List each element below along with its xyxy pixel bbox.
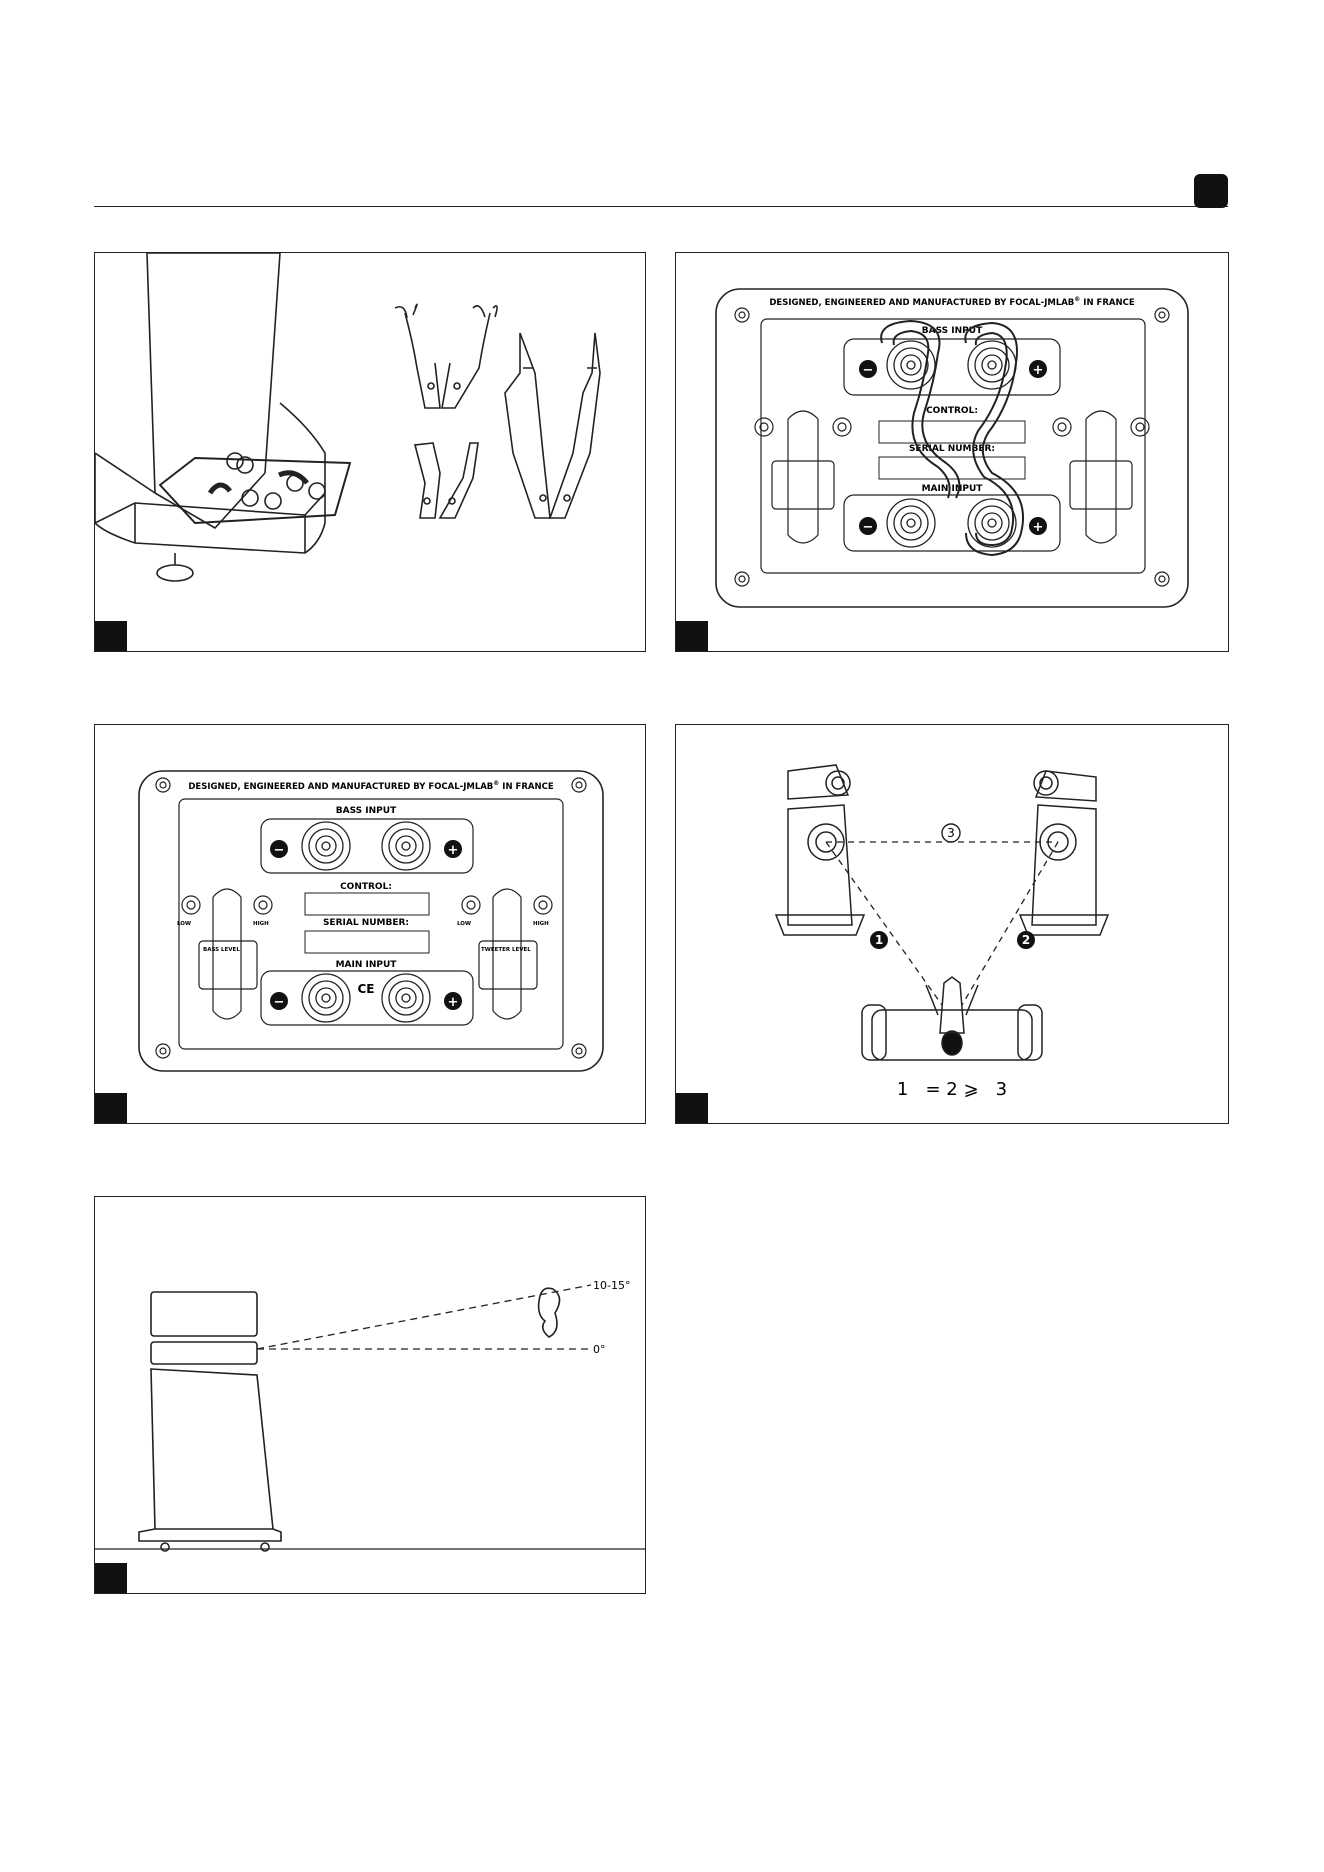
fig2-main-plus: + xyxy=(1033,520,1044,535)
fig3-bass-level: BASS LEVEL xyxy=(203,947,240,953)
header-rule xyxy=(94,206,1228,207)
fig4-marker-1: 1 xyxy=(875,933,883,947)
fig5-tilt-line xyxy=(256,1284,592,1350)
figure-1-drawing xyxy=(95,253,601,582)
fig2-serial-label: SERIAL NUMBER: xyxy=(909,444,995,454)
fig4-marker-3: 3 xyxy=(947,826,955,840)
fig5-angle-top: 10-15° xyxy=(593,1279,630,1292)
figure-1-panel xyxy=(94,252,646,652)
section-tab xyxy=(1194,174,1228,208)
figure-3-drawing: DESIGNED, ENGINEERED AND MANUFACTURED BY… xyxy=(138,770,604,1072)
fig3-main-minus: − xyxy=(274,995,285,1010)
fig2-control-label: CONTROL: xyxy=(926,406,978,416)
figure-5-drawing: 10-15° 0° xyxy=(95,1279,645,1552)
fig4-line-1 xyxy=(825,841,943,1006)
fig4-distance-formula: 1 = 2 ⩾ 3 xyxy=(897,1079,1007,1100)
fig5-angle-zero: 0° xyxy=(593,1343,606,1356)
figure-5-tag xyxy=(95,1563,127,1593)
fig3-left-low: LOW xyxy=(177,921,191,927)
fig3-bass-plus: + xyxy=(448,843,459,858)
fig3-bass-minus: − xyxy=(274,843,285,858)
figure-1-tag xyxy=(95,621,127,651)
fig3-main-input-label: MAIN INPUT xyxy=(336,960,398,970)
figure-4-drawing: 3 1 2 1 = 2 ⩾ 3 xyxy=(774,764,1110,1100)
fig4-marker-2: 2 xyxy=(1022,933,1030,947)
fig2-bass-input-label: BASS INPUT xyxy=(922,326,983,336)
fig3-left-high: HIGH xyxy=(253,921,269,927)
fig2-main-input-label: MAIN INPUT xyxy=(922,484,984,494)
fig3-control-label: CONTROL: xyxy=(340,882,392,892)
fig2-main-minus: − xyxy=(863,520,874,535)
fig4-line-2 xyxy=(961,841,1059,1006)
figure-4-tag xyxy=(676,1093,708,1123)
fig3-bass-input-label: BASS INPUT xyxy=(336,806,397,816)
fig3-tweeter-level: TWEETER LEVEL xyxy=(481,947,531,953)
fig3-main-plus: + xyxy=(448,995,459,1010)
fig3-serial-label: SERIAL NUMBER: xyxy=(323,918,409,928)
fig3-ce-mark: CE xyxy=(357,982,374,996)
figure-2-tag xyxy=(676,621,708,651)
figure-2-panel: DESIGNED, ENGINEERED AND MANUFACTURED BY… xyxy=(675,252,1229,652)
figure-2-drawing: DESIGNED, ENGINEERED AND MANUFACTURED BY… xyxy=(715,288,1189,608)
fig2-bass-minus: − xyxy=(863,363,874,378)
figure-4-panel: 3 1 2 1 = 2 ⩾ 3 xyxy=(675,724,1229,1124)
fig3-right-low: LOW xyxy=(457,921,471,927)
figure-3-panel: DESIGNED, ENGINEERED AND MANUFACTURED BY… xyxy=(94,724,646,1124)
fig2-maker-line: DESIGNED, ENGINEERED AND MANUFACTURED BY… xyxy=(769,296,1134,308)
fig3-right-high: HIGH xyxy=(533,921,549,927)
figure-5-panel: 10-15° 0° xyxy=(94,1196,646,1594)
fig3-maker-line: DESIGNED, ENGINEERED AND MANUFACTURED BY… xyxy=(188,780,553,792)
figure-3-tag xyxy=(95,1093,127,1123)
fig2-bass-plus: + xyxy=(1033,363,1044,378)
